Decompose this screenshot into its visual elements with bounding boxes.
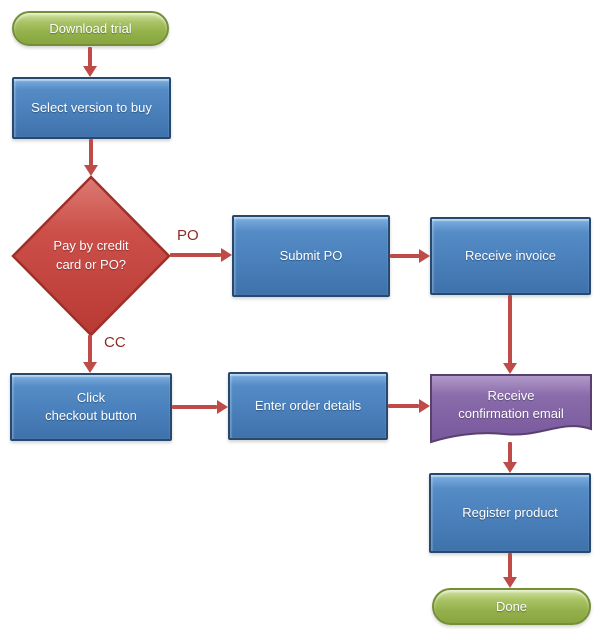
node-submit-po: Submit PO <box>232 215 390 297</box>
node-select-version: Select version to buy <box>12 77 171 139</box>
edge-line <box>388 404 419 408</box>
node-receive-invoice: Receive invoice <box>430 217 591 295</box>
node-pay-decision-shape <box>11 175 171 337</box>
arrowhead-right-icon <box>419 249 430 263</box>
arrowhead-right-icon <box>221 248 232 262</box>
arrowhead-down-icon <box>84 165 98 176</box>
node-click-checkout: Click checkout button <box>10 373 172 441</box>
arrowhead-down-icon <box>503 363 517 374</box>
node-receive-confirmation-shape <box>430 374 592 444</box>
edge-line <box>88 335 92 363</box>
node-done: Done <box>432 588 591 625</box>
node-enter-order-details: Enter order details <box>228 372 388 440</box>
arrowhead-right-icon <box>419 399 430 413</box>
edge-label-cc: CC <box>104 334 126 351</box>
edge-line <box>508 442 512 463</box>
edge-line <box>508 295 512 364</box>
edge-line <box>172 405 217 409</box>
edge-line <box>88 47 92 67</box>
edge-line <box>508 553 512 578</box>
arrowhead-down-icon <box>503 577 517 588</box>
arrowhead-right-icon <box>217 400 228 414</box>
edge-line <box>89 139 93 166</box>
node-register-product: Register product <box>429 473 591 553</box>
edge-line <box>390 254 420 258</box>
arrowhead-down-icon <box>83 362 97 373</box>
edge-label-po: PO <box>177 227 199 244</box>
node-download-trial: Download trial <box>12 11 169 46</box>
arrowhead-down-icon <box>503 462 517 473</box>
arrowhead-down-icon <box>83 66 97 77</box>
edge-line <box>170 253 221 257</box>
